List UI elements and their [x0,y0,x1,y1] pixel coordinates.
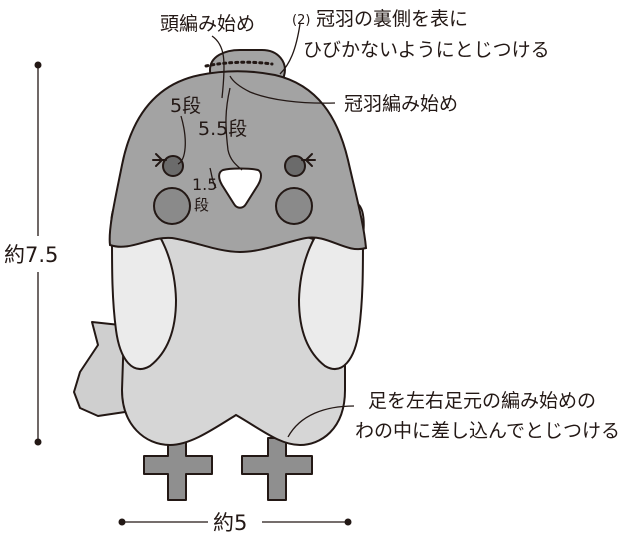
height-dimension [34,61,42,446]
leader-rows-5 [177,115,186,165]
leader-crest-start [229,75,336,104]
label-rows-5-5: 5.5段 [198,118,247,140]
left-cheek [153,187,191,225]
leader-feet-note [287,405,355,438]
left-foot [143,437,213,501]
right-eye [284,155,306,177]
left-eyelash [152,153,167,167]
label-rows-5: 5段 [170,95,201,117]
label-crest-note-number: (2) [292,13,310,28]
label-feet-note-line1: 足を左右足元の編み始めの [368,390,596,412]
right-eyelash [301,153,316,167]
label-rows-1-5-number: 1.5 [192,175,217,194]
label-width: 約5 [213,511,247,535]
crest-join-dotted-line [204,60,274,68]
label-crest-note-line1: 冠羽の裏側を表に [316,8,468,30]
label-rows-1-5-unit: 段 [194,196,209,214]
leader-rows-1-5 [209,167,217,189]
label-crest-start: 冠羽編み始め [344,93,458,115]
label-head-start: 頭編み始め [160,13,255,35]
leader-rows-5-5 [225,87,243,171]
label-feet-note-line2: わの中に差し込んでとじつける [355,420,620,442]
leader-lines [177,23,355,438]
right-cheek [275,187,313,225]
leader-crest-note [279,23,301,75]
label-crest-note-line2: ひびかないようにとじつける [303,39,550,61]
label-height: 約7.5 [4,243,58,267]
leader-head-start [211,35,225,99]
head [108,70,368,254]
right-foot [241,437,313,501]
beak [218,167,262,209]
width-dimension [118,518,352,526]
left-eye [162,155,184,177]
